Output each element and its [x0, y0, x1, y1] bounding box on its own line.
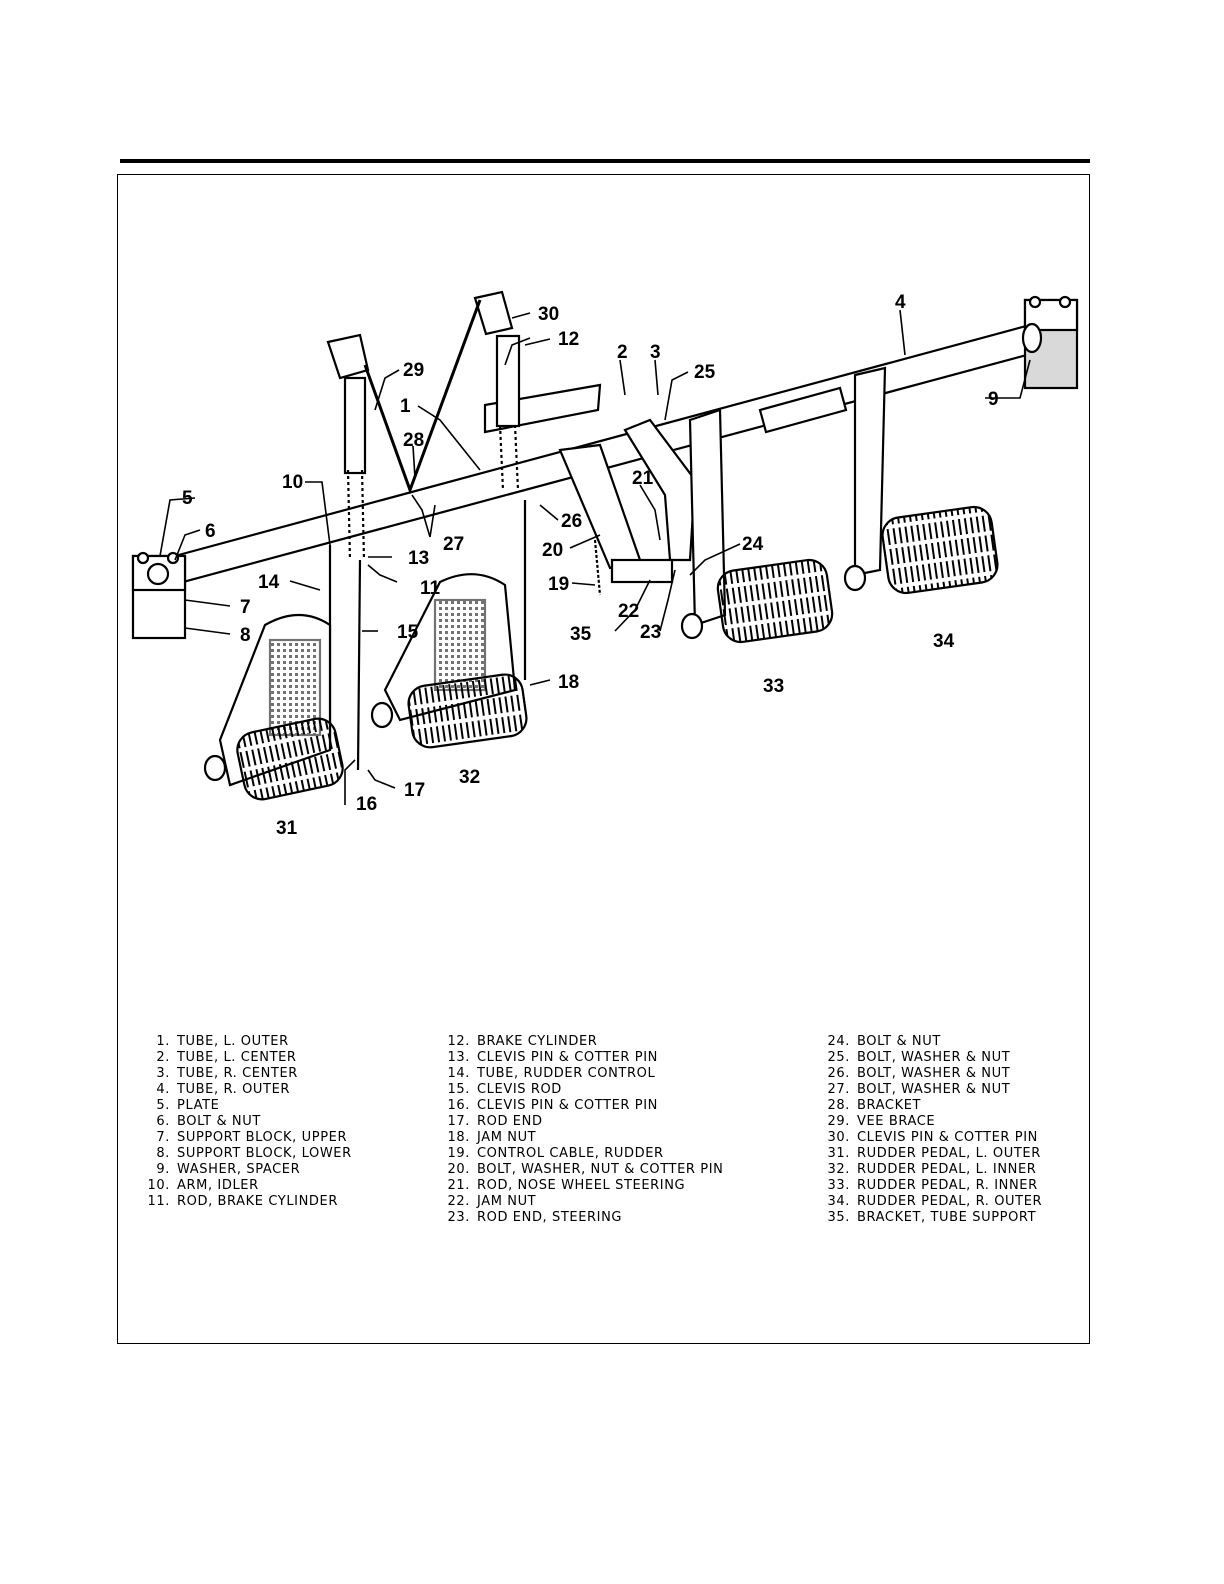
parts-list-item: 8.SUPPORT BLOCK, LOWER [156, 1146, 352, 1161]
parts-list-item: 9.WASHER, SPACER [156, 1162, 301, 1177]
parts-list-item: 11.ROD, BRAKE CYLINDER [147, 1194, 338, 1209]
parts-list-item: 7.SUPPORT BLOCK, UPPER [156, 1130, 348, 1145]
parts-list-item: 5.PLATE [156, 1098, 220, 1113]
parts-list-item: 10.ARM, IDLER [147, 1178, 259, 1193]
callout-23: 23 [640, 622, 661, 643]
parts-list-item: 34.RUDDER PEDAL, R. OUTER [827, 1194, 1043, 1209]
parts-list-item: 30.CLEVIS PIN & COTTER PIN [827, 1130, 1038, 1145]
parts-list-item: 33.RUDDER PEDAL, R. INNER [827, 1178, 1038, 1193]
parts-list-item: 32.RUDDER PEDAL, L. INNER [827, 1162, 1037, 1177]
parts-list-item: 13.CLEVIS PIN & COTTER PIN [447, 1050, 658, 1065]
callout-22: 22 [618, 601, 639, 622]
parts-list-item: 17.ROD END [447, 1114, 543, 1129]
parts-list-item: 4.TUBE, R. OUTER [156, 1082, 291, 1097]
parts-list-item: 27.BOLT, WASHER & NUT [827, 1082, 1011, 1097]
callout-17: 17 [404, 780, 425, 801]
callout-9: 9 [988, 389, 999, 410]
parts-list-col-2: 12.BRAKE CYLINDER 13.CLEVIS PIN & COTTER… [440, 1034, 723, 1226]
parts-list-item: 24.BOLT & NUT [827, 1034, 941, 1049]
torque-tube-assembly [131, 290, 1079, 771]
parts-list-item: 14.TUBE, RUDDER CONTROL [447, 1066, 656, 1081]
callout-18: 18 [558, 672, 579, 693]
leader-lines [159, 309, 1031, 805]
parts-list-item: 3.TUBE, R. CENTER [156, 1066, 298, 1081]
header-rule [120, 159, 1090, 163]
callout-31: 31 [276, 818, 298, 839]
callout-13: 13 [408, 548, 429, 569]
parts-list-item: 16.CLEVIS PIN & COTTER PIN [447, 1098, 658, 1113]
rudder-cable [593, 539, 602, 596]
left-brake-cylinder [326, 333, 370, 561]
callout-19: 19 [548, 574, 569, 595]
callout-28: 28 [403, 430, 424, 451]
callout-33: 33 [763, 676, 784, 697]
parts-list-item: 23.ROD END, STEERING [447, 1210, 623, 1225]
parts-list-item: 25.BOLT, WASHER & NUT [827, 1050, 1011, 1065]
callout-25: 25 [694, 362, 716, 383]
figure-frame [117, 174, 1090, 1344]
callout-5: 5 [182, 488, 193, 509]
callout-15: 15 [397, 622, 419, 643]
parts-list-item: 2.TUBE, L. CENTER [156, 1050, 297, 1065]
callout-11: 11 [420, 578, 441, 599]
pedal-right-outer [843, 505, 999, 595]
parts-list-item: 22.JAM NUT [447, 1194, 537, 1209]
right-brake-cylinder [473, 290, 521, 491]
callout-3: 3 [650, 342, 661, 363]
callout-10: 10 [282, 472, 303, 493]
vee-brace [363, 299, 482, 495]
pedal-left-outer [203, 614, 344, 801]
callout-8: 8 [240, 625, 251, 646]
callout-30: 30 [538, 304, 559, 325]
callout-32: 32 [459, 767, 480, 788]
rudder-pedal-assembly-diagram: 1 2 3 4 5 6 7 8 9 10 11 12 13 14 15 16 1… [131, 290, 1079, 839]
parts-list-item: 20.BOLT, WASHER, NUT & COTTER PIN [447, 1162, 724, 1177]
pedal-right-inner [680, 558, 834, 644]
callout-7: 7 [240, 597, 251, 618]
parts-list-col-1: 1.TUBE, L. OUTER 2.TUBE, L. CENTER 3.TUB… [140, 1034, 352, 1210]
callout-27: 27 [443, 534, 464, 555]
callout-34: 34 [933, 631, 955, 652]
pedal-left-inner [370, 573, 528, 749]
parts-list-item: 31.RUDDER PEDAL, L. OUTER [827, 1146, 1041, 1161]
parts-list-col-3: 24.BOLT & NUT 25.BOLT, WASHER & NUT 26.B… [820, 1034, 1042, 1226]
callout-24: 24 [742, 534, 764, 555]
parts-list-item: 12.BRAKE CYLINDER [447, 1034, 598, 1049]
callout-29: 29 [403, 360, 424, 381]
parts-list-item: 1.TUBE, L. OUTER [156, 1034, 289, 1049]
parts-list-item: 18.JAM NUT [447, 1130, 537, 1145]
callout-4: 4 [895, 292, 906, 313]
parts-list-item: 15.CLEVIS ROD [447, 1082, 562, 1097]
callout-20: 20 [542, 540, 563, 561]
callout-26: 26 [561, 511, 582, 532]
callout-16: 16 [356, 794, 377, 815]
parts-list-item: 26.BOLT, WASHER & NUT [827, 1066, 1011, 1081]
left-support-block [131, 551, 187, 640]
parts-list-item: 35.BRACKET, TUBE SUPPORT [827, 1210, 1037, 1225]
callout-6: 6 [205, 521, 216, 542]
parts-list-item: 19.CONTROL CABLE, RUDDER [447, 1146, 664, 1161]
callout-1: 1 [400, 396, 411, 417]
callout-35: 35 [570, 624, 592, 645]
callout-labels: 1 2 3 4 5 6 7 8 9 10 11 12 13 14 15 16 1… [182, 292, 999, 839]
parts-list-item: 28.BRACKET [827, 1098, 922, 1113]
callout-21: 21 [632, 468, 654, 489]
parts-list-item: 21.ROD, NOSE WHEEL STEERING [447, 1178, 686, 1193]
parts-list-item: 29.VEE BRACE [827, 1114, 936, 1129]
right-support-block [1021, 295, 1079, 390]
callout-12: 12 [558, 329, 579, 350]
callout-14: 14 [258, 572, 280, 593]
callout-2: 2 [617, 342, 628, 363]
parts-list-item: 6.BOLT & NUT [156, 1114, 261, 1129]
